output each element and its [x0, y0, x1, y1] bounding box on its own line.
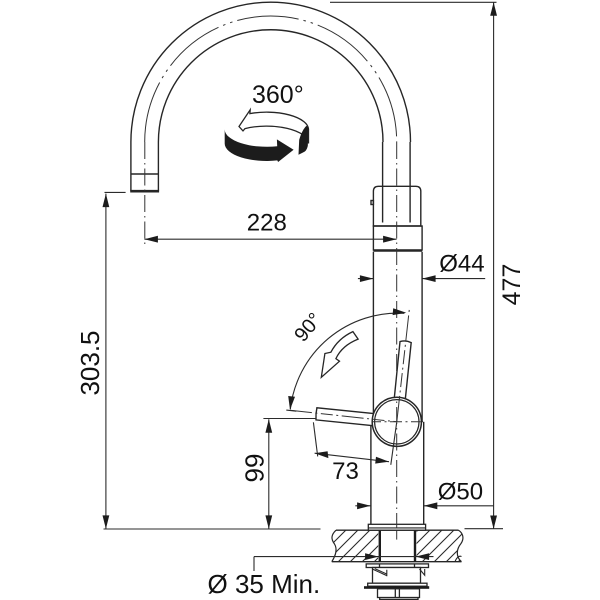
- svg-text:Ø50: Ø50: [438, 479, 483, 506]
- svg-text:99: 99: [240, 454, 270, 483]
- svg-text:303.5: 303.5: [75, 330, 105, 395]
- svg-text:Ø 35 Min.: Ø 35 Min.: [208, 569, 321, 599]
- svg-text:Ø44: Ø44: [439, 251, 484, 278]
- svg-text:73: 73: [332, 458, 359, 485]
- svg-text:228: 228: [247, 210, 287, 237]
- svg-text:477: 477: [498, 264, 526, 306]
- svg-text:360°: 360°: [252, 81, 304, 109]
